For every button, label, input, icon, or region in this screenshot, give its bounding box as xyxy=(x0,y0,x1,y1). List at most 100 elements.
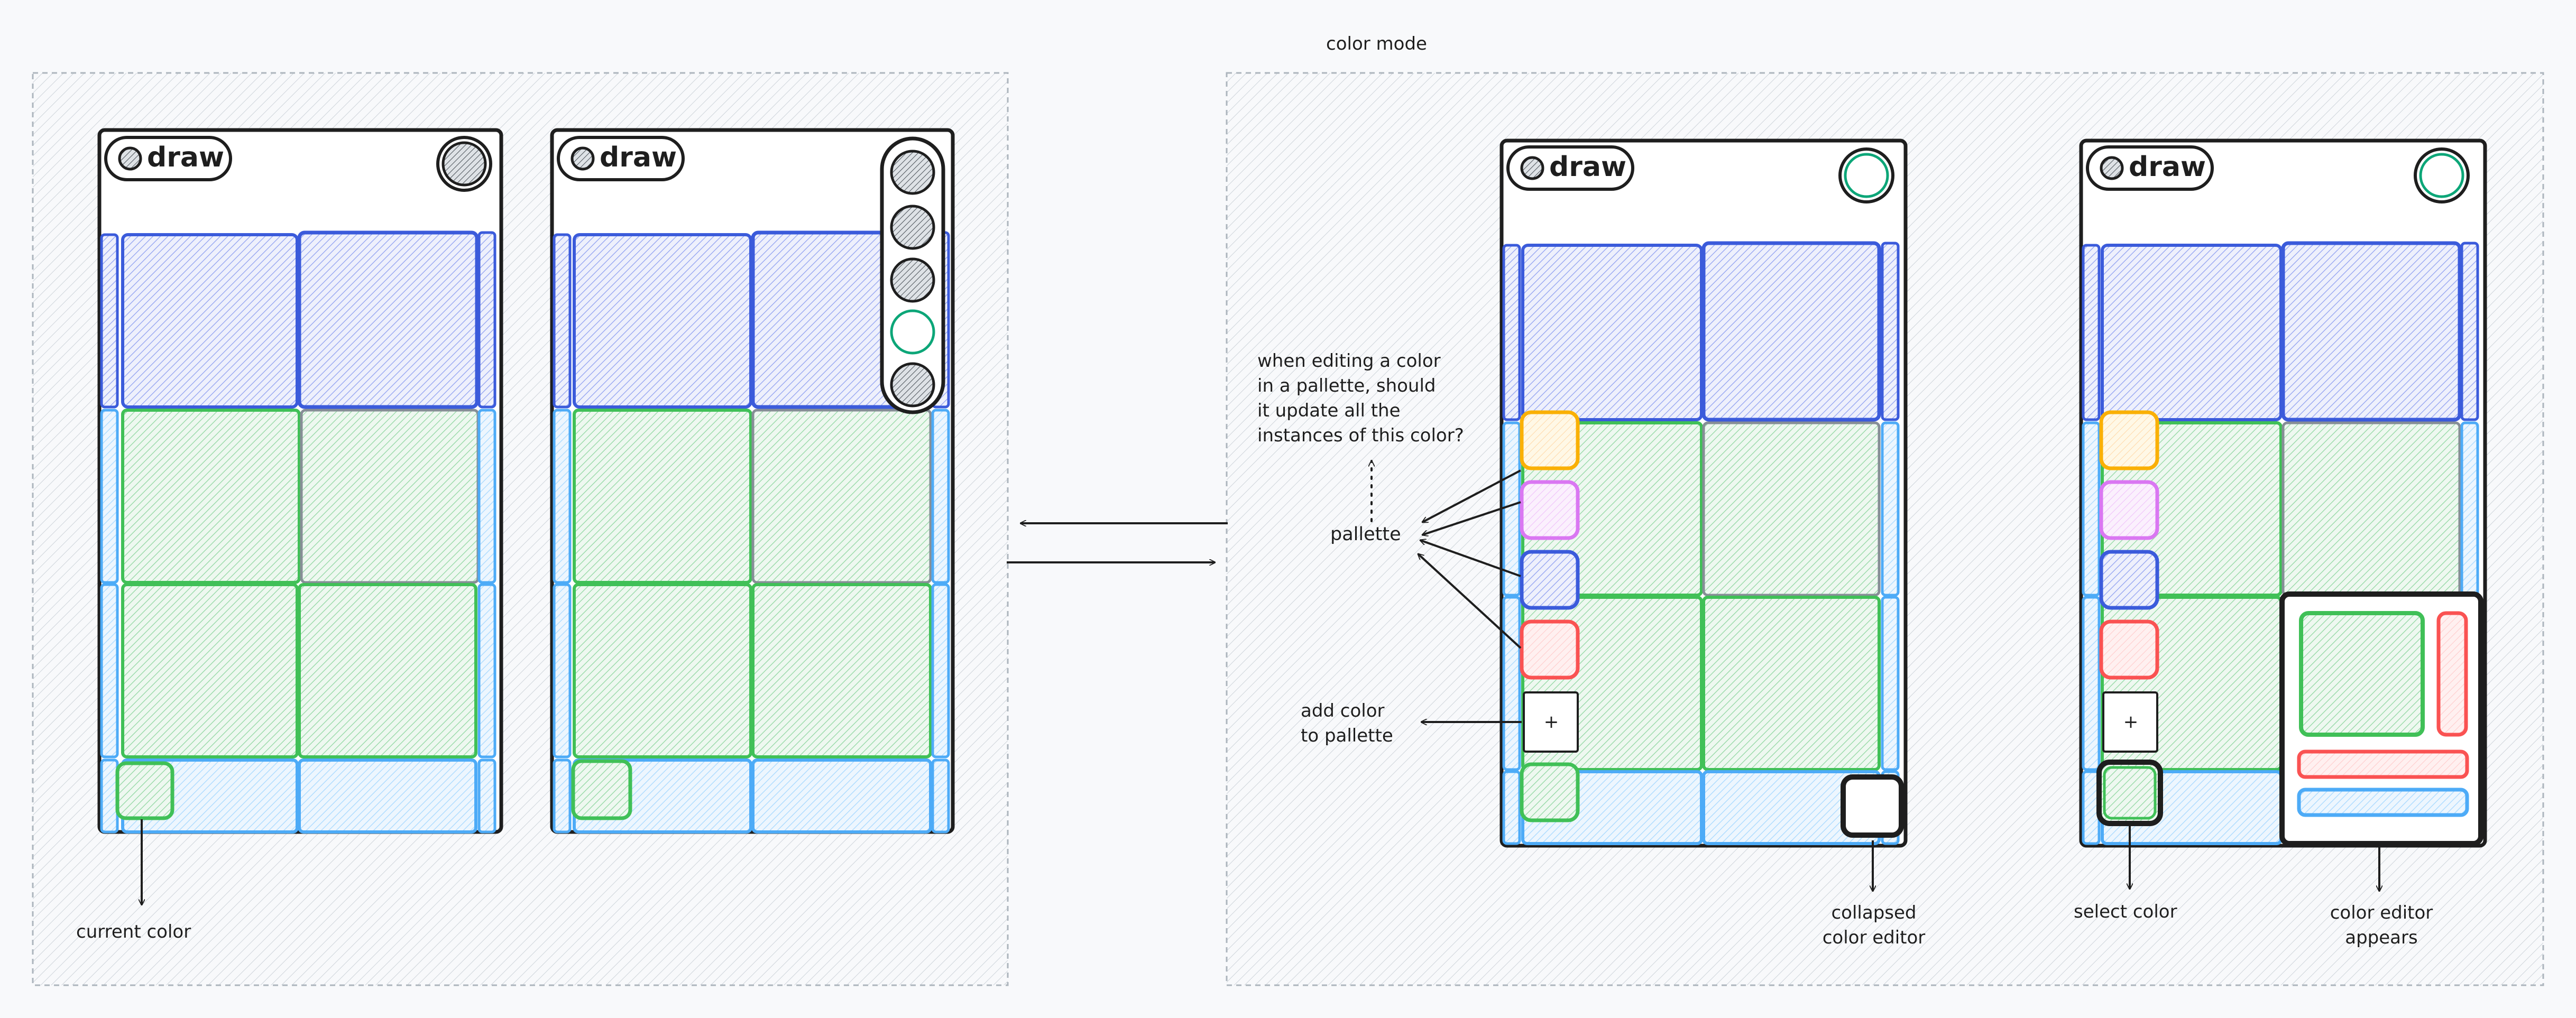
grid-edge-strip xyxy=(2460,421,2479,597)
phone-mockup-4 xyxy=(2079,138,2487,848)
grid-edge-strip xyxy=(1881,596,1900,771)
draw-button-dot-icon xyxy=(118,146,142,171)
grid-cell xyxy=(2281,421,2461,597)
collapsed-color-editor[interactable] xyxy=(1841,774,1904,838)
palette-swatch-red[interactable] xyxy=(1520,619,1580,680)
grid-edge-strip xyxy=(1881,421,1900,597)
question-note-line: it update all the xyxy=(1257,400,1401,421)
grid-edge-strip xyxy=(477,409,496,584)
grid-edge-strip xyxy=(477,231,496,409)
pallette-arrow xyxy=(1420,540,1521,577)
grid-edge-strip xyxy=(2082,421,2101,597)
color-option-icon[interactable] xyxy=(890,150,935,195)
color-option-icon[interactable] xyxy=(890,205,935,250)
grid-edge-strip xyxy=(2082,244,2101,421)
editor-appears-label-line: appears xyxy=(2345,927,2418,948)
question-note-line: instances of this color? xyxy=(1257,425,1464,446)
grid-edge-strip xyxy=(931,583,950,758)
draw-button[interactable] xyxy=(557,136,685,181)
current-color-label: current color xyxy=(76,921,191,942)
grid-edge-strip xyxy=(2460,242,2479,421)
phone-mockup-1 xyxy=(97,128,503,834)
color-option-icon[interactable] xyxy=(890,257,935,303)
draw-button[interactable] xyxy=(1506,145,1634,191)
palette-swatch-blue[interactable] xyxy=(2099,550,2159,610)
question-note-line: when editing a color xyxy=(1257,350,1441,372)
draw-button[interactable] xyxy=(104,136,232,181)
grid-cell xyxy=(751,758,932,834)
draw-button-label: draw xyxy=(600,142,677,173)
grid-edge-strip xyxy=(477,583,496,758)
grid-cell xyxy=(1702,596,1881,771)
grid-edge-strip xyxy=(931,409,950,584)
grid-cell xyxy=(751,583,932,758)
collapsed-editor-label-line: color editor xyxy=(1822,927,1926,948)
color-option-icon[interactable] xyxy=(890,309,935,355)
grid-edge-strip xyxy=(1502,596,1521,771)
grid-cell xyxy=(121,233,299,409)
grid-cell xyxy=(1521,244,1703,421)
grid-edge-strip xyxy=(553,758,572,834)
grid-cell xyxy=(2281,241,2462,422)
current-color-swatch[interactable] xyxy=(115,761,174,820)
palette-swatch-orange[interactable] xyxy=(1520,410,1580,470)
add-color-label: add color to pallette xyxy=(1301,699,1393,748)
color-picker-swatch-icon xyxy=(1844,153,1889,198)
color-picker-swatch-icon xyxy=(2419,153,2464,198)
grid-cell xyxy=(751,409,932,584)
grid-edge-strip xyxy=(2082,596,2101,771)
grid-edge-strip xyxy=(553,409,572,584)
pallette-label: pallette xyxy=(1330,524,1401,545)
phone-mockup-2 xyxy=(550,128,955,834)
palette-swatch-blue[interactable] xyxy=(1520,550,1580,610)
color-editor-vertical-slider[interactable] xyxy=(2436,611,2468,737)
grid-cell xyxy=(1701,241,1881,422)
add-color-button[interactable] xyxy=(2102,691,2158,753)
color-editor-preview[interactable] xyxy=(2299,611,2425,737)
palette-swatch-pink[interactable] xyxy=(1520,480,1580,540)
grid-edge-strip xyxy=(100,233,119,409)
pallette-arrow xyxy=(1418,554,1522,649)
grid-edge-strip xyxy=(1881,242,1900,421)
grid-edge-strip xyxy=(100,409,119,584)
color-option-icon[interactable] xyxy=(890,362,935,408)
grid-cell xyxy=(297,230,479,409)
palette-swatch-red[interactable] xyxy=(2099,619,2159,680)
color-editor-slider-red[interactable] xyxy=(2297,749,2469,779)
grid-cell xyxy=(573,233,752,409)
question-note: when editing a color in a pallette, shou… xyxy=(1257,349,1464,448)
grid-cell xyxy=(298,758,477,834)
grid-edge-strip xyxy=(1502,244,1521,421)
pallette-arrow xyxy=(1422,501,1521,535)
grid-cell xyxy=(573,583,752,758)
grid-edge-strip xyxy=(477,758,496,834)
selected-color-swatch-inner xyxy=(2103,766,2157,820)
collapsed-editor-label-line: collapsed xyxy=(1831,902,1917,923)
add-color-label-line: to pallette xyxy=(1301,725,1393,746)
draw-button-dot-icon xyxy=(2100,156,2124,180)
section-title: color mode xyxy=(1326,33,1427,54)
color-editor-slider-blue[interactable] xyxy=(2297,788,2469,817)
grid-cell xyxy=(121,583,299,758)
grid-cell xyxy=(573,409,752,584)
draw-button-label: draw xyxy=(147,142,224,173)
add-color-plus-icon: + xyxy=(2123,711,2139,733)
pallette-arrow xyxy=(1422,469,1521,523)
editor-appears-label: color editor appears xyxy=(2318,901,2445,950)
add-color-label-line: add color xyxy=(1301,700,1385,721)
grid-edge-strip xyxy=(1502,770,1521,845)
palette-swatch-pink[interactable] xyxy=(2099,480,2159,540)
editor-appears-label-line: color editor xyxy=(2330,902,2433,923)
grid-edge-strip xyxy=(931,758,950,834)
grid-cell xyxy=(2101,244,2283,421)
palette-swatch-orange[interactable] xyxy=(2099,410,2159,470)
add-color-plus-icon: + xyxy=(1543,711,1559,733)
current-color-swatch[interactable] xyxy=(571,759,632,820)
draw-button-label: draw xyxy=(2129,151,2206,183)
add-color-button[interactable] xyxy=(1523,691,1579,753)
grid-edge-strip xyxy=(1502,421,1521,597)
draw-button[interactable] xyxy=(2086,145,2214,191)
selected-color-swatch[interactable] xyxy=(2096,760,2163,826)
current-color-swatch[interactable] xyxy=(1520,762,1580,822)
